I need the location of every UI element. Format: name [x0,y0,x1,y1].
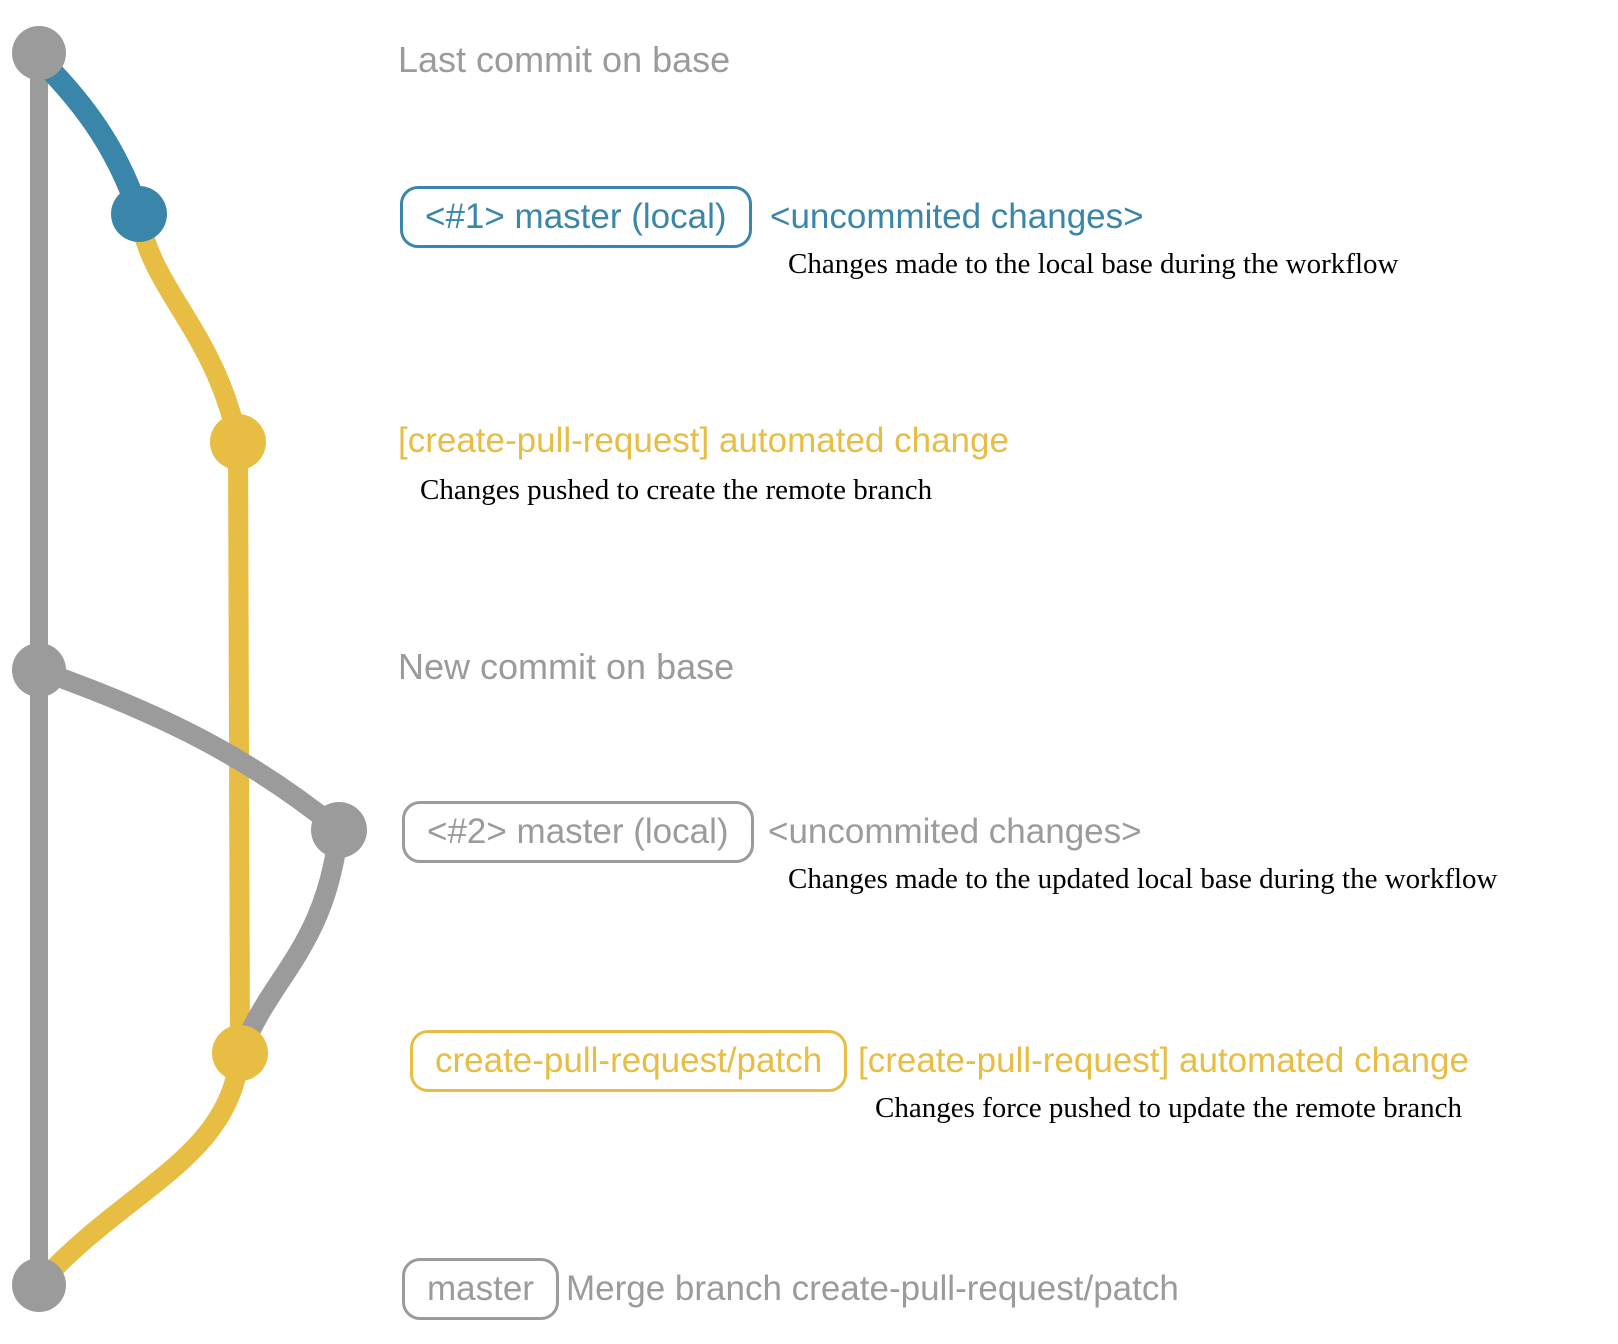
commit-dot-local-commit-1 [111,186,167,242]
badge-master-local-2: <#2> master (local) [402,801,754,863]
description-push-update: Changes force pushed to update the remot… [875,1092,1463,1124]
badge-master: master [402,1258,559,1320]
commit-graph [12,26,367,1312]
branch-remote-line [228,432,250,1065]
branch-remote-create [129,204,248,452]
description-local-changes-2: Changes made to the updated local base d… [788,863,1498,895]
heading-merge-branch: Merge branch create-pull-request/patch [566,1269,1179,1308]
commit-dot-remote-commit-2 [212,1025,268,1081]
heading-uncommited-changes-1: <uncommited changes> [770,197,1144,236]
badge-create-pull-request-patch: create-pull-request/patch [410,1030,848,1092]
branch-local-2-update [230,820,349,1065]
heading-uncommited-changes-2: <uncommited changes> [768,812,1142,851]
commit-dot-new-commit-on-base [12,643,66,697]
description-push-create: Changes pushed to create the remote bran… [420,474,933,506]
heading-automated-change-2: [create-pull-request] automated change [858,1041,1469,1080]
branch-remote-merge [30,1045,250,1293]
heading-automated-change-1: [create-pull-request] automated change [398,421,1009,460]
label-new-commit-on-base: New commit on base [398,646,735,687]
commit-dot-remote-commit-1 [210,414,266,470]
commit-dot-merge-commit [12,1258,66,1312]
commit-dot-local-commit-2 [311,802,367,858]
label-last-commit-on-base: Last commit on base [398,39,731,80]
description-local-changes-1: Changes made to the local base during th… [788,248,1399,280]
badge-master-local-1: <#1> master (local) [400,186,752,248]
commit-dot-last-commit-on-base [12,26,66,80]
branch-local-2-out [29,660,349,840]
